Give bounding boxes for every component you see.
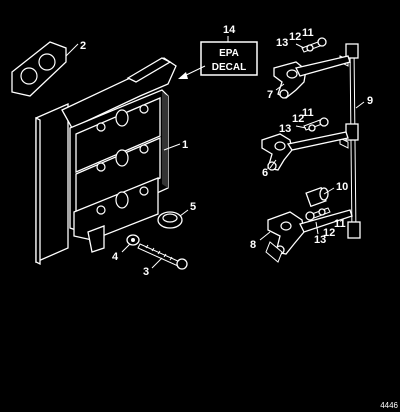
- bushing: [305, 186, 329, 208]
- linkage-rod: [339, 43, 361, 239]
- decal-leader-arrow: [178, 72, 188, 79]
- callout-13-middle: 13: [279, 123, 291, 135]
- screw-stack-middle: [303, 117, 329, 132]
- leader-lines: [65, 36, 365, 269]
- figure-reference: 4446: [380, 401, 398, 410]
- throttle-lever-lower: [265, 209, 353, 263]
- washer: [126, 234, 140, 246]
- screw-stack-upper: [301, 37, 327, 53]
- throttle-lever-middle: [261, 131, 349, 171]
- callout-14: 14: [223, 24, 236, 36]
- callout-2: 2: [80, 40, 86, 52]
- decal-line-1: EPA: [219, 48, 239, 59]
- callout-8: 8: [250, 239, 256, 251]
- callout-13-lower: 13: [314, 234, 326, 246]
- callout-12-lower: 12: [323, 227, 335, 239]
- callout-13-upper: 13: [276, 37, 288, 49]
- callout-5: 5: [190, 201, 196, 213]
- callout-12-middle: 12: [292, 113, 304, 125]
- callout-9: 9: [367, 95, 373, 107]
- callout-10: 10: [336, 181, 348, 193]
- callout-1: 1: [182, 139, 188, 151]
- gasket: [11, 41, 67, 97]
- callout-12-upper: 12: [289, 31, 301, 43]
- epa-decal-label: EPA DECAL: [200, 41, 258, 76]
- callout-3: 3: [143, 266, 149, 278]
- callout-11-lower: 11: [334, 218, 346, 230]
- callout-7: 7: [267, 89, 273, 101]
- callout-labels: 2 1 5 4 3 14 7 6 8 9 10 13 12 11 13 12 1…: [80, 24, 373, 278]
- intake-cover-block: [35, 57, 177, 266]
- plug: [157, 211, 183, 229]
- callout-6: 6: [262, 167, 268, 179]
- callout-11-middle: 11: [302, 107, 314, 119]
- throttle-lever-upper: [273, 55, 351, 99]
- decal-line-2: DECAL: [212, 62, 246, 73]
- screw: [137, 243, 188, 270]
- callout-11-upper: 11: [302, 27, 314, 39]
- screw-stack-lower: [305, 207, 331, 221]
- callout-4: 4: [112, 251, 119, 263]
